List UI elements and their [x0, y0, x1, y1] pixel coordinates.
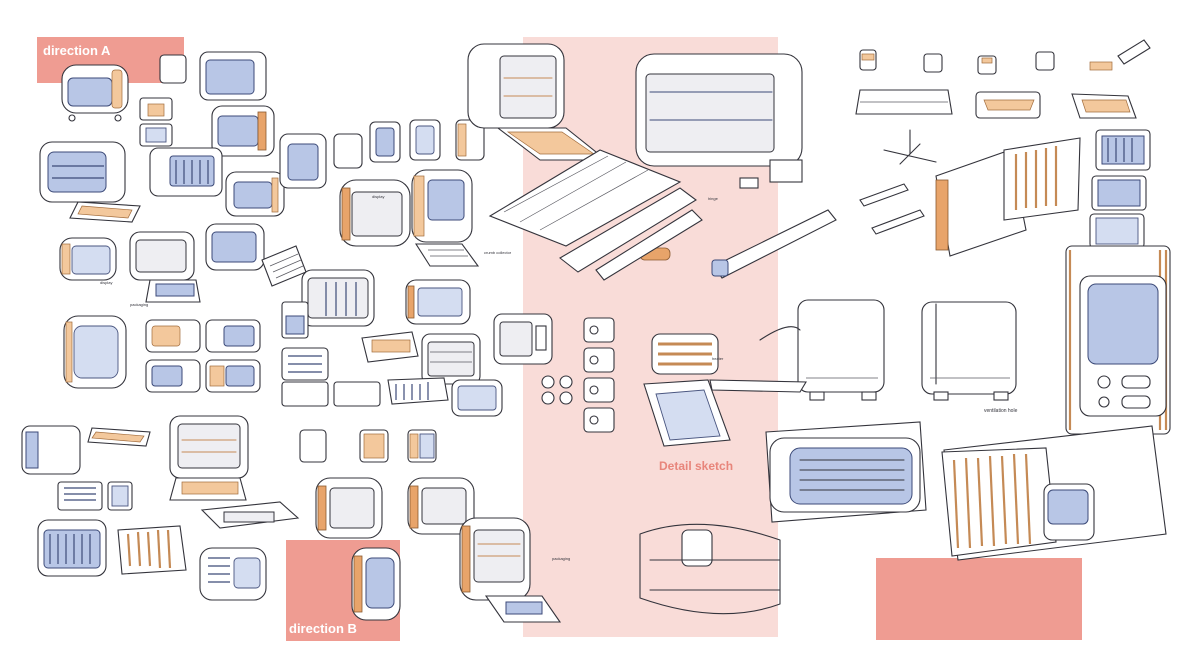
- detail-crumb-tray: [643, 379, 731, 447]
- oven-sketch-a15: [21, 425, 151, 475]
- door-sketch-m1: [333, 119, 485, 169]
- oven-sketch-a1: [61, 64, 129, 122]
- sketch-annotation: display: [100, 280, 112, 285]
- oven-tall-front: [1065, 245, 1171, 435]
- oven-sketch-m14: [315, 477, 383, 539]
- oven-sketch-a4: [139, 97, 173, 147]
- detail-oven-open: [467, 43, 608, 161]
- detail-rack-row: [855, 89, 1137, 119]
- oven-sketch-a14: [145, 319, 261, 393]
- sketch-annotation: packaging: [130, 302, 148, 307]
- detail-brackets: [859, 183, 925, 235]
- oven-sketch-a13: [63, 315, 127, 389]
- oven-sketch-a8: [225, 171, 285, 217]
- oven-sketch-m4: [301, 269, 375, 327]
- oven-sketch-m3: [411, 169, 480, 267]
- direction-b-label: direction B: [289, 621, 357, 636]
- oven-sketch-a7: [149, 147, 223, 197]
- direction-a-label: direction A: [43, 43, 111, 58]
- oven-sketch-a16: [169, 415, 249, 501]
- oven-sketch-m6: [281, 301, 309, 339]
- detail-sketch-label: Detail sketch: [659, 459, 733, 473]
- oven-sketch-a11: [129, 231, 201, 303]
- oven-sketch-m17: [459, 517, 562, 623]
- oven-sketch-a17: [57, 481, 133, 511]
- sketch-annotation: ventilation hole: [984, 408, 1018, 414]
- oven-render-right: [941, 425, 1167, 561]
- oven-sketch-a19: [117, 525, 187, 575]
- oven-sketch-a2: [159, 54, 187, 84]
- detail-rack: [488, 149, 703, 281]
- door-sketch-m13: [299, 429, 437, 463]
- oven-side-open-2: [921, 301, 1017, 401]
- detail-button-stack: [583, 317, 615, 433]
- oven-sketch-m11: [451, 379, 503, 417]
- detail-stand: [883, 129, 937, 165]
- oven-sketch-a9: [279, 133, 327, 189]
- oven-sketch-m2: [339, 179, 411, 247]
- rack-sketch-a1: [261, 245, 307, 287]
- oven-sketch-m8: [361, 331, 419, 363]
- detail-heater-element: [651, 333, 719, 375]
- accent-block-right: [876, 558, 1082, 640]
- oven-sketch-m12: [493, 313, 573, 405]
- sketch-annotation: crumb collector: [484, 250, 512, 255]
- oven-render-left: [765, 421, 927, 523]
- detail-hinge-row: [859, 39, 1151, 75]
- oven-wire-sketch: [639, 523, 781, 615]
- oven-sketch-r2: [1003, 137, 1081, 221]
- sketch-annotation: packaging: [552, 556, 570, 561]
- oven-sketch-m7: [281, 347, 381, 407]
- oven-sketch-a5: [211, 105, 275, 157]
- oven-sketch-a21: [200, 501, 300, 529]
- sketch-annotation: hinge: [708, 196, 719, 201]
- oven-sketch-m15: [407, 477, 475, 535]
- oven-sketch-m16: [351, 547, 401, 621]
- detail-handle: [711, 209, 837, 279]
- oven-sketch-a10: [59, 237, 117, 281]
- vent-panel-stack: [1089, 129, 1151, 249]
- sketch-annotation: heater: [712, 356, 724, 361]
- oven-sketch-m9: [421, 333, 481, 385]
- oven-sketch-m10: [387, 377, 449, 405]
- oven-sketch-a18: [37, 519, 107, 577]
- detail-oven-frame: [635, 53, 803, 189]
- oven-sketch-a12: [205, 223, 265, 271]
- sketch-annotation: display: [372, 194, 384, 199]
- oven-sketch-m5: [405, 279, 471, 325]
- oven-sketch-a6: [39, 141, 141, 223]
- oven-side-open-1: [709, 299, 885, 401]
- oven-sketch-a3: [199, 51, 267, 101]
- oven-sketch-a20: [199, 547, 267, 601]
